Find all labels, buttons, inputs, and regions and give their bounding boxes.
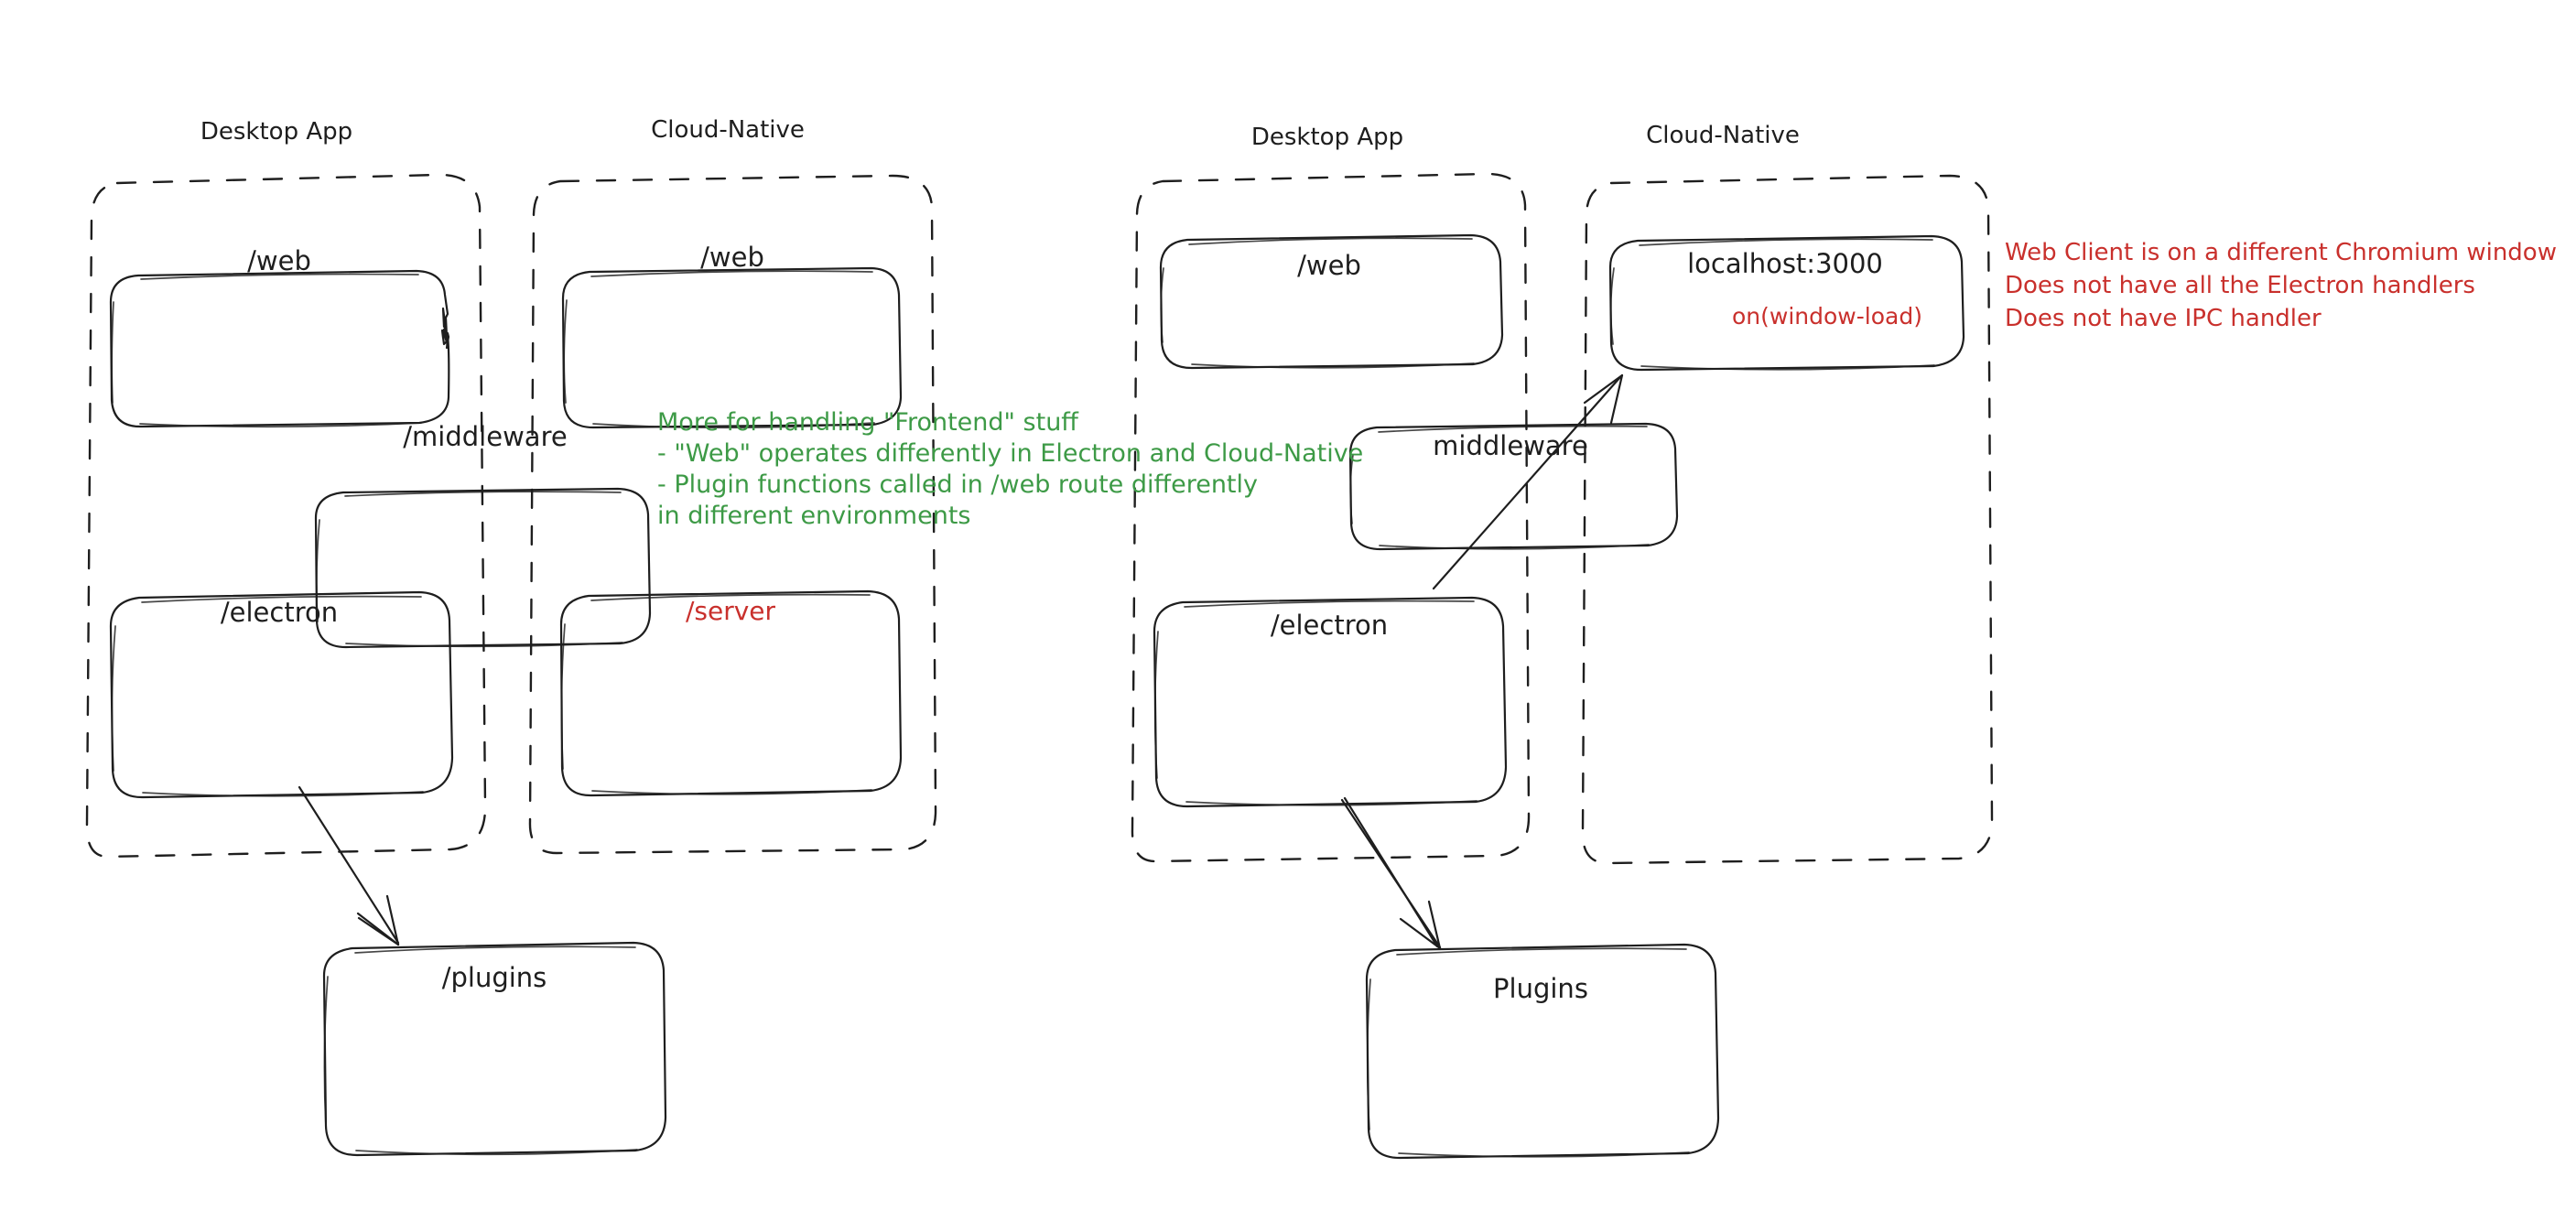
box-label-right-desktop-web: /web	[1297, 250, 1361, 281]
group-left-cloud[interactable]	[528, 174, 937, 855]
box-left-electron[interactable]	[109, 590, 454, 799]
green-note-line-4: in different environments	[657, 502, 970, 530]
group-label-right-cloud: Cloud-Native	[1646, 122, 1800, 149]
box-label-left-server: /server	[686, 596, 776, 626]
box-right-electron[interactable]	[1153, 596, 1508, 808]
annotation-red-note: Web Client is on a different Chromium wi…	[2005, 239, 2557, 332]
green-note-line-2: - "Web" operates differently in Electron…	[657, 439, 1363, 468]
box-label-right-middleware: middleware	[1433, 430, 1588, 461]
box-right-desktop-web[interactable]	[1159, 233, 1504, 370]
group-right-cloud[interactable]	[1581, 174, 1994, 865]
box-right-plugins[interactable]	[1365, 943, 1720, 1160]
box-right-middleware[interactable]	[1348, 422, 1679, 551]
group-label-left-desktop: Desktop App	[200, 118, 352, 146]
arrow-right-electron-to-plugins	[1340, 796, 1442, 950]
arrow-left-electron-to-plugins	[298, 785, 400, 946]
box-right-localhost[interactable]	[1608, 234, 1965, 372]
group-left-desktop[interactable]	[85, 173, 487, 859]
box-left-server[interactable]	[559, 589, 903, 797]
box-label-right-plugins: Plugins	[1493, 973, 1588, 1004]
group-label-left-cloud: Cloud-Native	[651, 116, 805, 144]
box-left-middleware[interactable]	[314, 487, 652, 649]
green-note-line-3: - Plugin functions called in /web route …	[657, 470, 1258, 499]
red-note-line-2: Does not have all the Electron handlers	[2005, 272, 2475, 299]
box-left-cloud-web[interactable]	[561, 266, 903, 429]
box-label-left-middleware: /middleware	[403, 421, 567, 452]
arrow-right-electron-to-localhost	[1432, 373, 1624, 590]
green-note-line-1: More for handling "Frontend" stuff	[657, 408, 1079, 437]
box-label-left-cloud-web: /web	[700, 242, 764, 273]
group-label-right-desktop: Desktop App	[1251, 124, 1403, 151]
box-left-plugins[interactable]	[322, 941, 667, 1157]
box-label-left-electron: /electron	[221, 597, 338, 628]
box-label-right-localhost: localhost:3000	[1687, 248, 1883, 279]
box-left-desktop-web[interactable]	[109, 269, 450, 428]
group-right-desktop[interactable]	[1131, 172, 1531, 863]
box-label-right-electron: /electron	[1271, 610, 1388, 641]
box-label-left-desktop-web: /web	[247, 245, 311, 276]
annotation-green-note: More for handling "Frontend" stuff - "We…	[657, 408, 1363, 530]
red-note-line-1: Web Client is on a different Chromium wi…	[2005, 239, 2557, 266]
box-sublabel-right-localhost: on(window-load)	[1732, 303, 1922, 330]
red-note-line-3: Does not have IPC handler	[2005, 305, 2322, 332]
box-label-left-plugins: /plugins	[442, 962, 547, 993]
